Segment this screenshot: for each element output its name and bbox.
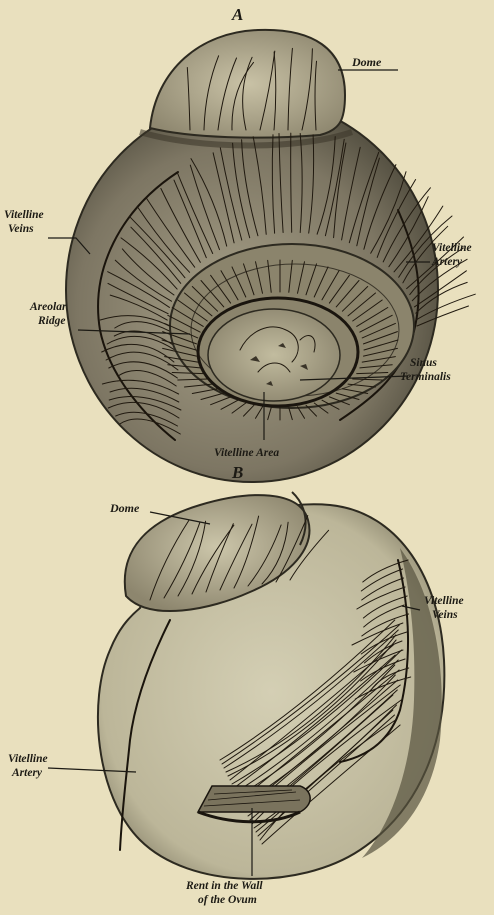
- figure-a: A Dome Vitelline Veins Vitelline: [4, 5, 475, 482]
- label-vitelline-artery-a-line2: Artery: [431, 256, 463, 268]
- label-vitelline-veins-b-line2: Veins: [432, 609, 458, 621]
- vitelline-area-a: [208, 309, 340, 401]
- label-areolar-ridge-a-line1: Areolar: [29, 301, 67, 313]
- label-sinus-terminalis-a-line1: Sinus: [410, 357, 437, 369]
- label-vitelline-area-a: Vitelline Area: [214, 447, 279, 459]
- label-vitelline-artery-b-line2: Artery: [11, 767, 43, 779]
- label-sinus-terminalis-a-line2: Terminalis: [400, 371, 451, 383]
- figure-a-letter: A: [231, 5, 243, 24]
- label-vitelline-artery-a-line1: Vitelline: [432, 242, 472, 254]
- label-vitelline-veins-a-line1: Vitelline: [4, 209, 44, 221]
- label-dome-b: Dome: [109, 501, 140, 515]
- figure-b-letter: B: [231, 463, 243, 482]
- label-dome-a: Dome: [351, 55, 382, 69]
- figure-b: B Dome Vitelline Veins Vitelline Artery …: [8, 463, 464, 906]
- label-rent-b-line1: Rent in the Wall: [185, 880, 263, 892]
- label-vitelline-artery-b-line1: Vitelline: [8, 753, 48, 765]
- label-vitelline-veins-b-line1: Vitelline: [424, 595, 464, 607]
- label-rent-b-line2: of the Ovum: [198, 894, 257, 906]
- label-vitelline-veins-a-line2: Veins: [8, 223, 34, 235]
- label-areolar-ridge-a-line2: Ridge: [37, 315, 65, 327]
